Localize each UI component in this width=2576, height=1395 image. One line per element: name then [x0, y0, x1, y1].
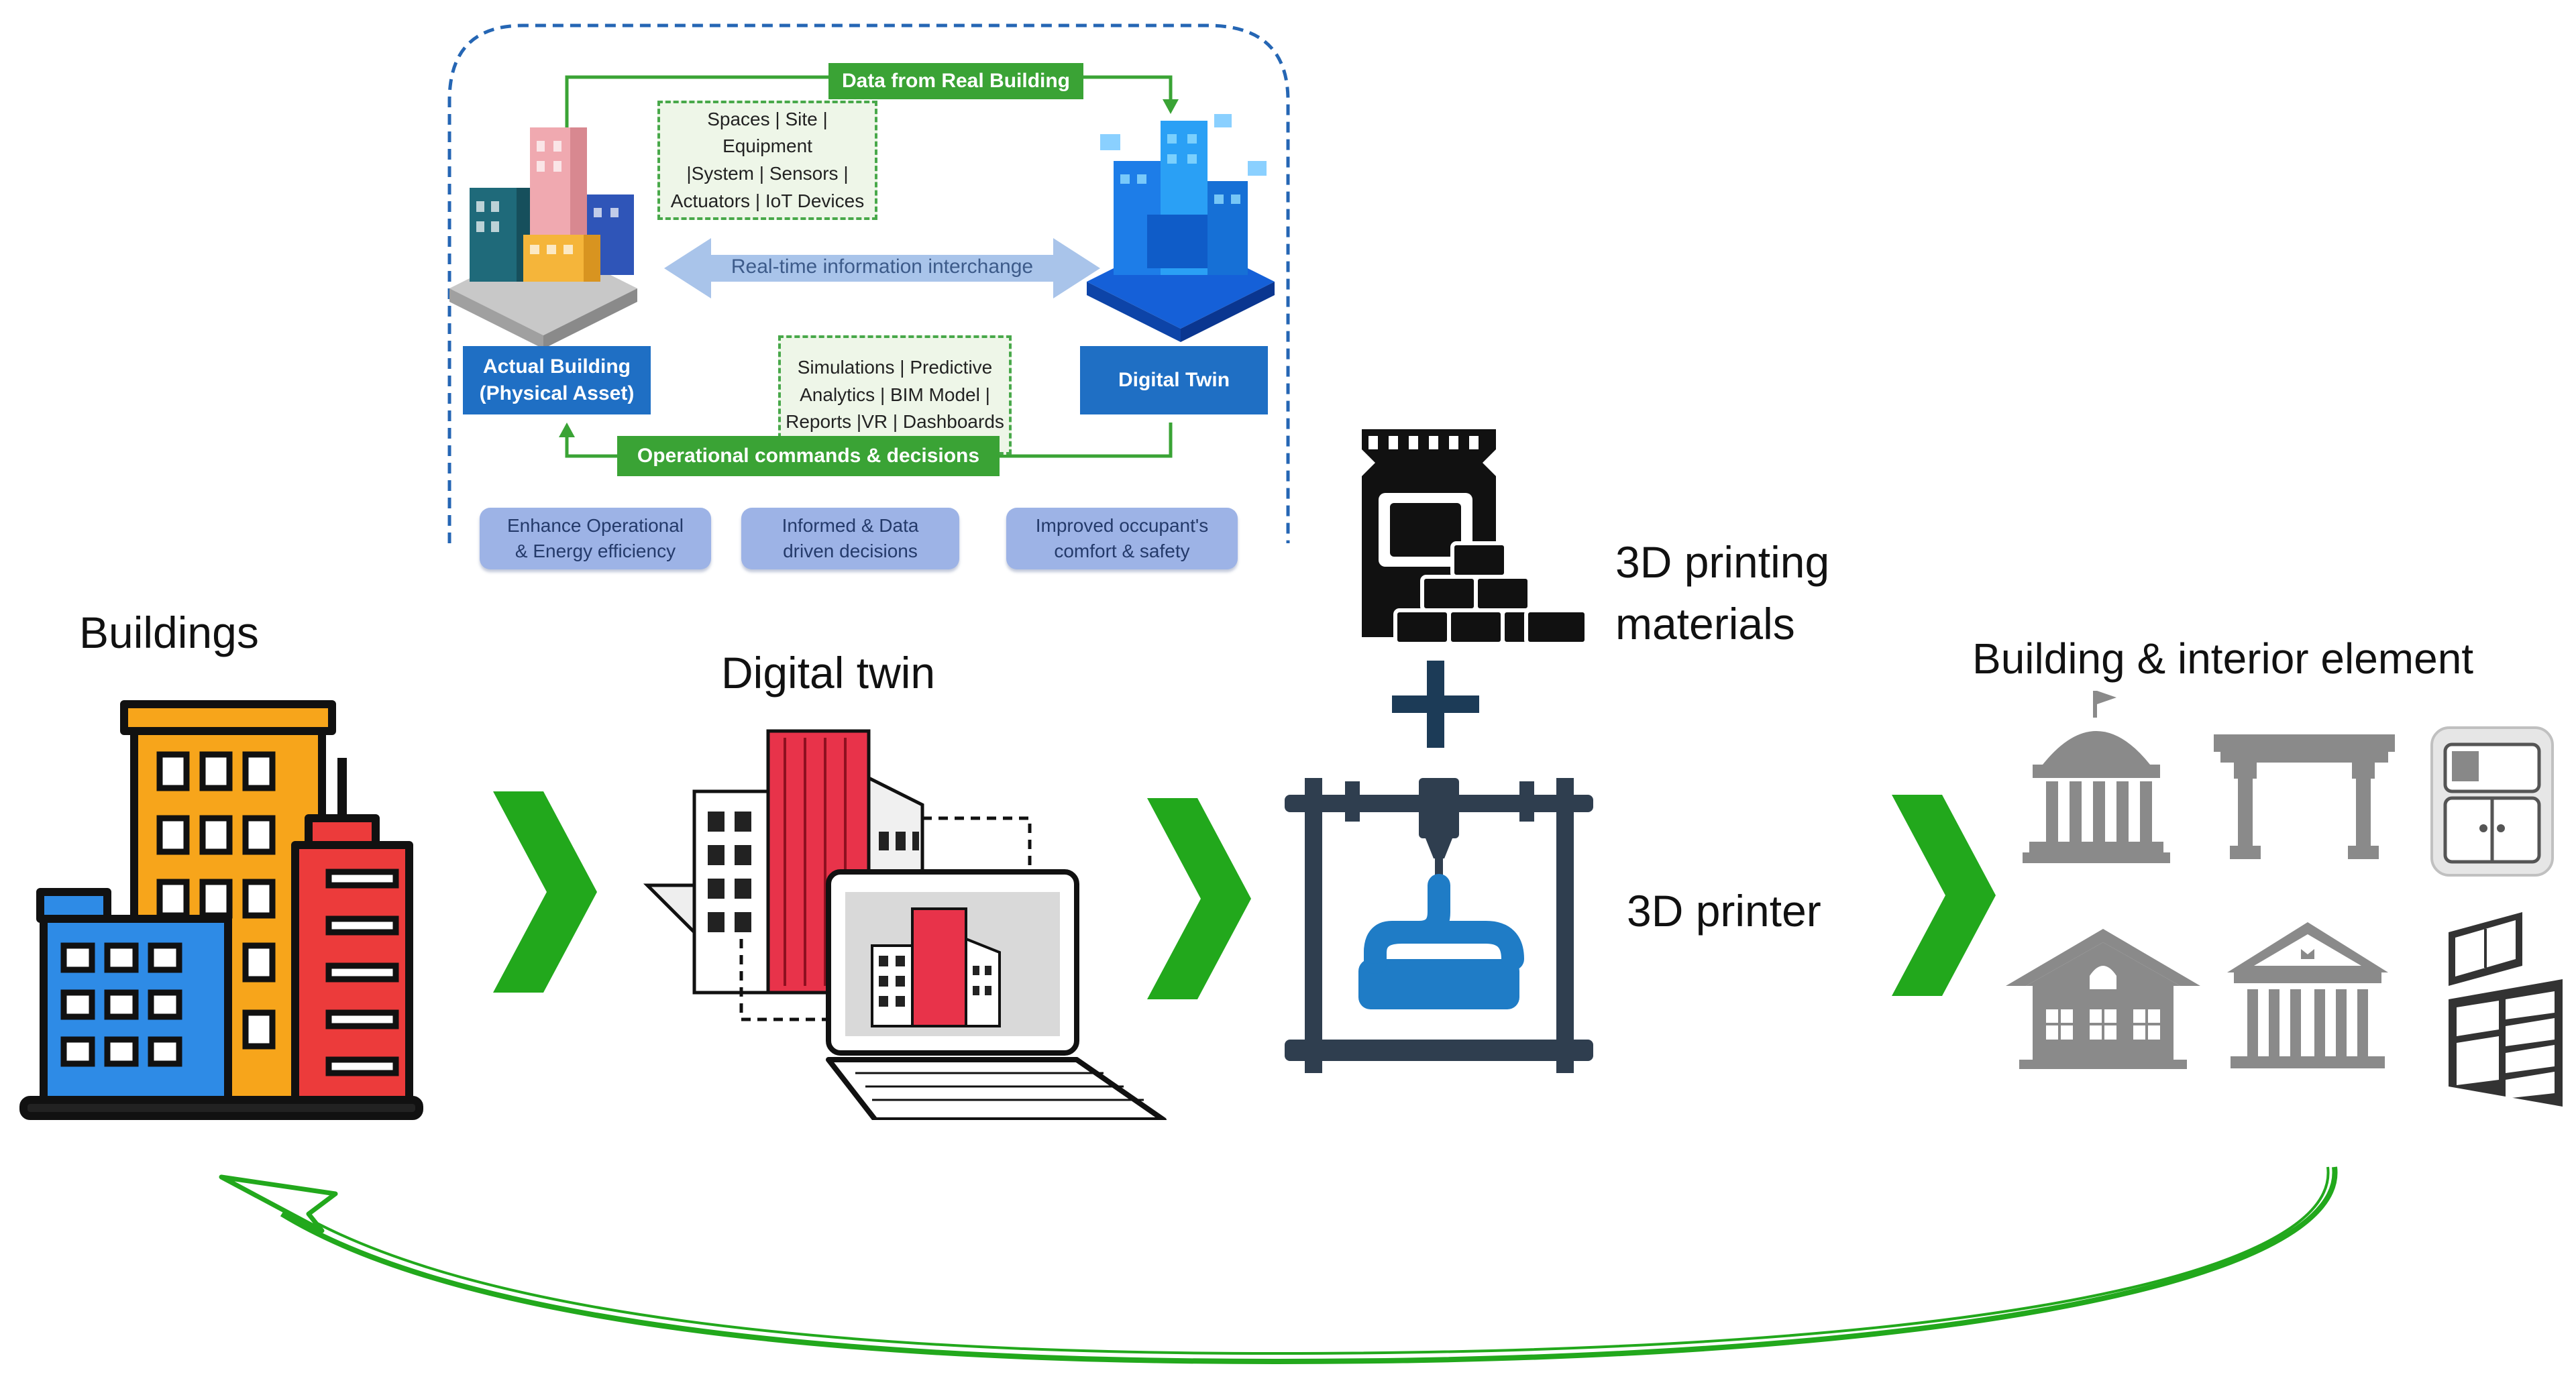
- temple-icon: [2227, 922, 2388, 1068]
- actual-building-line-2: (Physical Asset): [479, 382, 635, 404]
- flow-chevron-1: [493, 791, 597, 993]
- twin-outputs-line-2: Analytics | BIM Model |: [800, 384, 990, 405]
- kitchen-shelves-icon: [2449, 912, 2563, 1107]
- data-flow-arrowhead: [1163, 99, 1179, 114]
- concept-panel-graphics: [447, 23, 1290, 646]
- dome-building-icon: [2023, 691, 2170, 863]
- interchange-double-arrow: [664, 238, 1100, 298]
- digital-city-illustration: [1087, 114, 1275, 342]
- material-bag-and-bricks-icon: [1362, 429, 1589, 646]
- 3d-printer-icon: [1285, 778, 1593, 1073]
- data-from-real-building-label: Data from Real Building: [828, 63, 1083, 99]
- digital-twin-concept-panel: Data from Real Building Spaces | Site | …: [416, 20, 1315, 646]
- return-arrowhead: [219, 1174, 338, 1233]
- real-city-illustration: [449, 127, 637, 349]
- operational-commands-label: Operational commands & decisions: [617, 436, 1000, 476]
- interchange-label: Real-time information interchange: [731, 256, 1034, 278]
- colorful-city-buildings-icon: [19, 700, 423, 1120]
- data-sources-line-2: |System | Sensors |: [686, 163, 849, 184]
- panel-dashed-outline: [447, 23, 1290, 543]
- command-flow-arrowhead: [559, 423, 575, 437]
- benefit-1-line-2: & Energy efficiency: [515, 541, 676, 561]
- benefit-2-line-2: driven decisions: [783, 541, 918, 561]
- 3d-printer-label: 3D printer: [1627, 886, 1821, 936]
- twin-outputs-line-3: Reports |VR | Dashboards: [786, 411, 1004, 433]
- actual-building-box: Actual Building (Physical Asset): [463, 346, 651, 414]
- cabinet-unit-icon: [2430, 726, 2554, 877]
- flow-chevron-3: [1892, 795, 1996, 996]
- printing-materials-label-line-2: materials: [1615, 599, 1795, 649]
- digital-twin-label: Digital twin: [721, 648, 936, 698]
- twin-outputs-box: Simulations | Predictive Analytics | BIM…: [778, 335, 1012, 455]
- building-on-laptop-icon: [643, 729, 1167, 1120]
- benefit-operational-efficiency: Enhance Operational & Energy efficiency: [480, 508, 711, 569]
- arch-pergola-icon: [2214, 734, 2395, 859]
- benefit-3-line-1: Improved occupant's: [1035, 515, 1209, 537]
- benefit-2-line-1: Informed & Data: [782, 515, 919, 537]
- printing-materials-label-line-1: 3D printing: [1615, 537, 1830, 587]
- return-loop-arrow: [219, 1166, 2338, 1365]
- digital-twin-box-label: Digital Twin: [1118, 368, 1230, 391]
- actual-building-line-1: Actual Building: [483, 355, 631, 378]
- data-sources-line-1: Spaces | Site | Equipment: [707, 108, 828, 157]
- plus-icon: [1392, 661, 1479, 748]
- buildings-label: Buildings: [79, 608, 259, 657]
- data-sources-box: Spaces | Site | Equipment |System | Sens…: [657, 101, 877, 220]
- building-elements-label: Building & interior element: [1972, 634, 2474, 683]
- data-sources-line-3: Actuators | IoT Devices: [670, 190, 865, 211]
- house-icon: [2006, 929, 2200, 1069]
- benefit-data-driven-decisions: Informed & Data driven decisions: [741, 508, 959, 569]
- benefit-occupant-comfort: Improved occupant's comfort & safety: [1006, 508, 1238, 569]
- digital-twin-box: Digital Twin: [1080, 346, 1268, 414]
- twin-outputs-line-1: Simulations | Predictive: [797, 357, 993, 378]
- benefit-1-line-1: Enhance Operational: [506, 515, 684, 537]
- flow-chevron-2: [1147, 798, 1251, 999]
- benefit-3-line-2: comfort & safety: [1054, 541, 1190, 561]
